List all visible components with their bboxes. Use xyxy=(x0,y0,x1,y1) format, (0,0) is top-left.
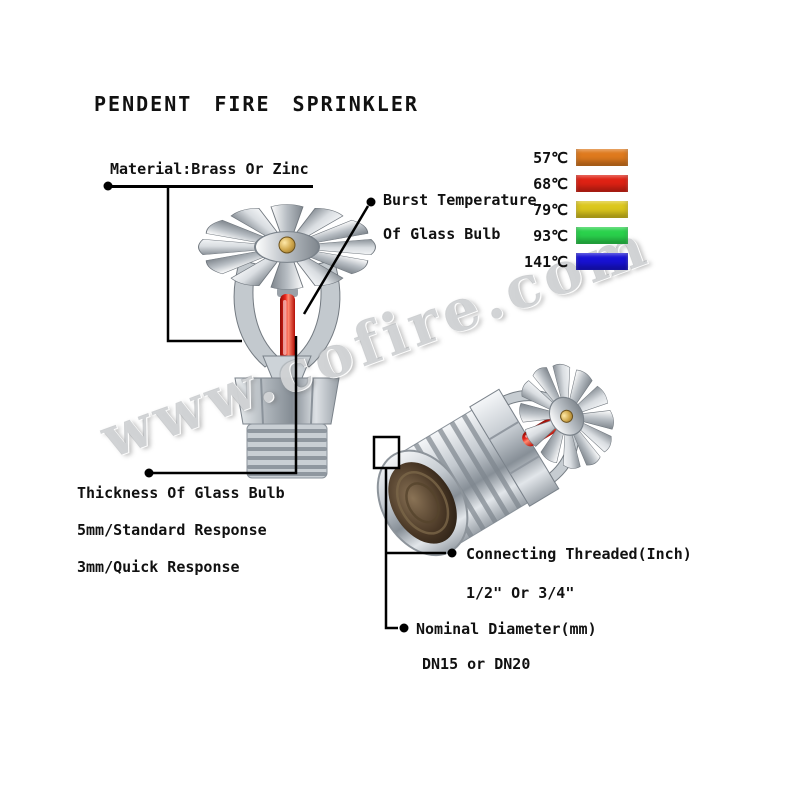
thickness-line2: 5mm/Standard Response xyxy=(77,521,267,539)
legend-label-141: 141℃ xyxy=(524,252,568,271)
thickness-callout-line xyxy=(149,336,298,475)
pendent-sprinkler-front xyxy=(199,205,376,479)
hex-body xyxy=(234,377,340,425)
burst-dot xyxy=(366,197,376,207)
legend-swatch-93 xyxy=(576,227,628,244)
burst-line2: Of Glass Bulb xyxy=(383,225,501,243)
burst-line1: Burst Temperature xyxy=(383,191,537,209)
nominal-diameter-label: Nominal Diameter(mm) DN15 or DN20 xyxy=(416,620,597,673)
nominal-line1: Nominal Diameter(mm) xyxy=(416,620,597,638)
material-dot xyxy=(103,181,113,191)
connecting-dot xyxy=(447,548,457,558)
thickness-line1: Thickness Of Glass Bulb xyxy=(77,484,285,502)
thickness-dot xyxy=(144,468,154,478)
pendent-sprinkler-tilted xyxy=(376,344,634,557)
deflector-screw xyxy=(278,236,296,254)
thread-opening xyxy=(376,449,469,557)
legend-swatch-141 xyxy=(576,253,628,270)
nominal-dot xyxy=(399,623,409,633)
legend-row: 79℃ xyxy=(450,200,628,219)
legend-label-93: 93℃ xyxy=(533,226,568,245)
legend-swatch-68 xyxy=(576,175,628,192)
deflector-screw-tilted xyxy=(560,409,574,423)
connecting-line1: Connecting Threaded(Inch) xyxy=(466,545,692,563)
temperature-legend: 57℃ 68℃ 79℃ 93℃ 141℃ xyxy=(450,149,628,279)
legend-row: 57℃ xyxy=(450,148,628,167)
legend-row: 93℃ xyxy=(450,226,628,245)
legend-row: 141℃ xyxy=(450,252,628,271)
connecting-line2: 1/2" Or 3/4" xyxy=(466,584,575,602)
legend-swatch-79 xyxy=(576,201,628,218)
glass-bulb-label: Thickness Of Glass Bulb 5mm/Standard Res… xyxy=(77,484,285,595)
thread-marker-box xyxy=(372,435,401,470)
nominal-line2: DN15 or DN20 xyxy=(422,655,531,673)
legend-swatch-57 xyxy=(576,149,628,166)
deflector-tilted xyxy=(500,347,632,487)
legend-label-68: 68℃ xyxy=(533,174,568,193)
legend-label-79: 79℃ xyxy=(533,200,568,219)
deflector xyxy=(199,205,376,290)
material-callout-line xyxy=(166,187,242,343)
page-title: PENDENT FIRE SPRINKLER xyxy=(94,92,419,116)
burst-callout-line xyxy=(302,205,370,315)
legend-label-57: 57℃ xyxy=(533,148,568,167)
legend-row: 68℃ xyxy=(450,174,628,193)
thickness-line3: 3mm/Quick Response xyxy=(77,558,240,576)
nominal-callout-line xyxy=(384,468,398,630)
burst-temperature-label: Burst Temperature Of Glass Bulb xyxy=(383,191,537,243)
connecting-thread-label: Connecting Threaded(Inch) 1/2" Or 3/4" xyxy=(466,545,692,602)
material-label: Material:Brass Or Zinc xyxy=(110,160,313,188)
